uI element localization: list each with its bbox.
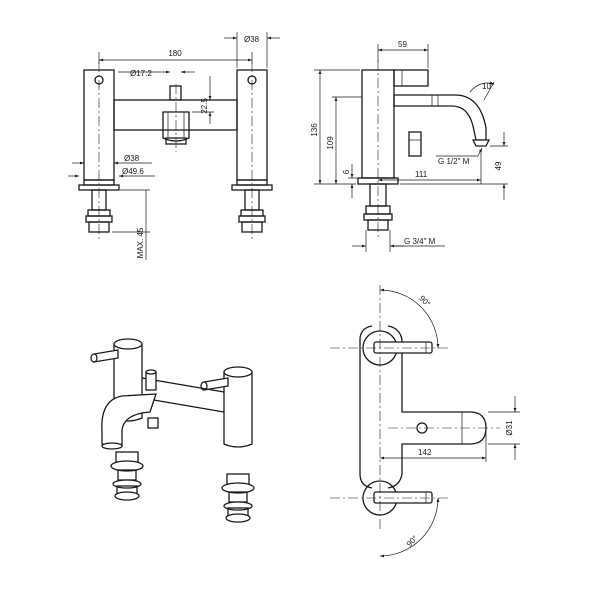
dim-side-spout-reach: 111 [415,170,428,179]
dim-top-rotation-bottom: 90° [405,534,420,549]
dim-top-spout-dia: Ø31 [505,420,514,436]
side-handle-block [393,69,429,87]
dim-front-tail-outer-dia: Ø49.6 [122,167,144,176]
front-bridge [113,99,238,131]
dim-front-spout-drop: 22.5 [200,98,209,114]
dim-front-spout-dia: Ø17.2 [130,69,152,78]
perspective-view [90,338,255,523]
front-view: 180 Ø38 Ø17.2 22.5 Ø38 Ø49.6 MAX. 45 [68,32,280,260]
dim-top-spout-length: 142 [418,448,432,457]
front-spout [162,111,190,142]
dim-front-max-deck: MAX. 45 [136,227,145,258]
top-view: 90° 90° Ø31 142 [330,285,520,558]
dim-side-base: 6 [342,169,351,174]
persp-right-tail [221,473,255,523]
persp-right-body [223,372,253,448]
side-view: 59 10° 136 109 6 111 G 1/2" M 49 [310,40,508,252]
top-lower-handle [373,491,433,504]
dim-side-offset: 59 [398,40,407,49]
persp-diverter [145,371,157,391]
side-spout [393,94,487,141]
dim-side-body-height: 109 [326,136,335,150]
dim-side-outlet-height: 49 [494,161,503,170]
top-upper-handle [373,341,433,354]
dim-front-width: 180 [168,49,182,58]
dim-front-tail-dia: Ø38 [124,154,140,163]
persp-left-tail [110,451,144,501]
dim-side-angle: 10° [482,82,494,91]
dim-side-outlet-thread: G 1/2" M [438,157,470,166]
dim-side-inlet-thread: G 3/4" M [404,237,436,246]
dim-side-total-height: 136 [310,123,319,137]
front-diverter [169,85,182,101]
dim-top-rotation-top: 90° [417,294,432,309]
dim-front-body-dia: Ø38 [244,35,260,44]
side-diverter [408,131,422,157]
